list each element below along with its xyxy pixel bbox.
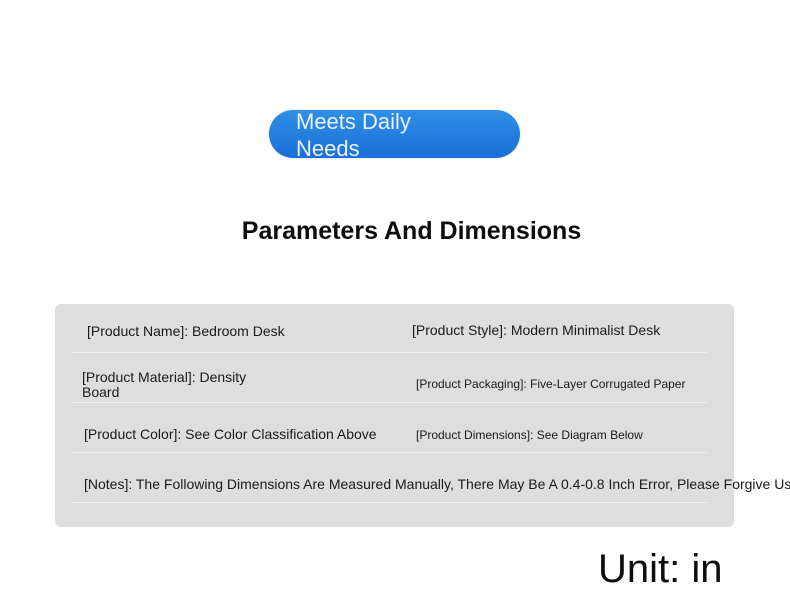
- product-name: [Product Name]: Bedroom Desk: [87, 323, 285, 339]
- product-dimensions: [Product Dimensions]: See Diagram Below: [416, 428, 643, 442]
- product-color: [Product Color]: See Color Classificatio…: [84, 426, 377, 442]
- param-row: [Product Name]: Bedroom Desk [Product St…: [72, 304, 707, 353]
- product-packaging: [Product Packaging]: Five-Layer Corrugat…: [416, 377, 686, 391]
- product-material: [Product Material]: Density Board: [82, 369, 247, 400]
- param-row: [Product Color]: See Color Classificatio…: [72, 402, 707, 453]
- param-row: [Product Material]: Density Board [Produ…: [72, 352, 707, 403]
- product-style: [Product Style]: Modern Minimalist Desk: [412, 322, 661, 338]
- section-title: Parameters And Dimensions: [241, 217, 582, 245]
- banner-label: Meets Daily Needs: [296, 109, 411, 161]
- parameters-panel: [Product Name]: Bedroom Desk [Product St…: [55, 304, 790, 527]
- meets-daily-needs-banner: Meets Daily Needs: [269, 109, 520, 161]
- param-row: [Notes]: The Following Dimensions Are Me…: [72, 452, 790, 503]
- unit-label: Unit: in: [598, 547, 723, 591]
- notes: [Notes]: The Following Dimensions Are Me…: [84, 476, 790, 492]
